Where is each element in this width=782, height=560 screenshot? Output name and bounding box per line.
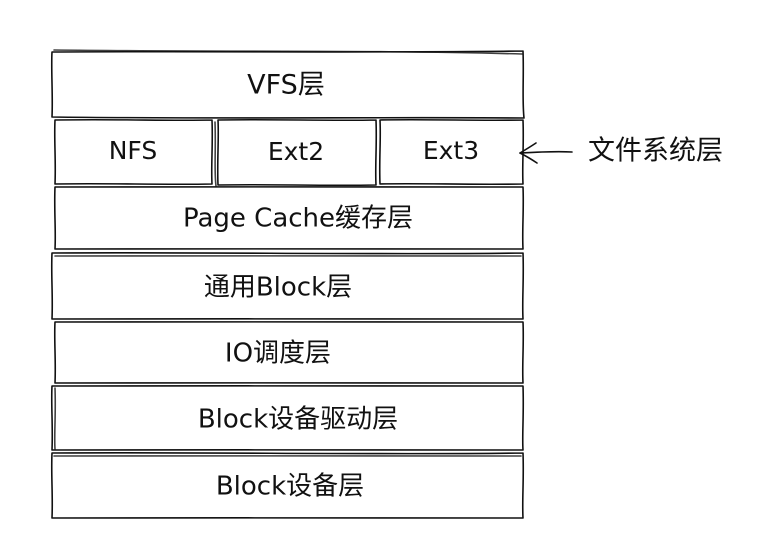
ext3-label: Ext3 bbox=[423, 136, 479, 165]
filesystem-layer-annotation: 文件系统层 bbox=[588, 136, 723, 167]
page-cache-layer-box bbox=[53, 185, 525, 251]
page-cache-layer-label: Page Cache缓存层 bbox=[183, 204, 413, 234]
annotation-arrow bbox=[519, 142, 573, 164]
vfs-layer-box bbox=[50, 49, 525, 119]
nfs-label: NFS bbox=[109, 136, 158, 165]
block-device-layer-label: Block设备层 bbox=[216, 472, 364, 502]
generic-block-layer-box bbox=[50, 251, 525, 321]
ext2-label: Ext2 bbox=[268, 137, 324, 166]
vfs-layer-label: VFS层 bbox=[247, 70, 325, 101]
block-device-layer-box bbox=[50, 451, 525, 520]
io-scheduler-layer-label: IO调度层 bbox=[225, 339, 331, 369]
nfs-box bbox=[53, 118, 214, 186]
ext2-box bbox=[214, 118, 378, 187]
io-scheduler-layer-box bbox=[53, 320, 525, 385]
block-driver-layer-label: Block设备驱动层 bbox=[198, 405, 398, 435]
block-driver-layer-box bbox=[50, 384, 525, 452]
generic-block-layer-label: 通用Block层 bbox=[204, 273, 352, 303]
